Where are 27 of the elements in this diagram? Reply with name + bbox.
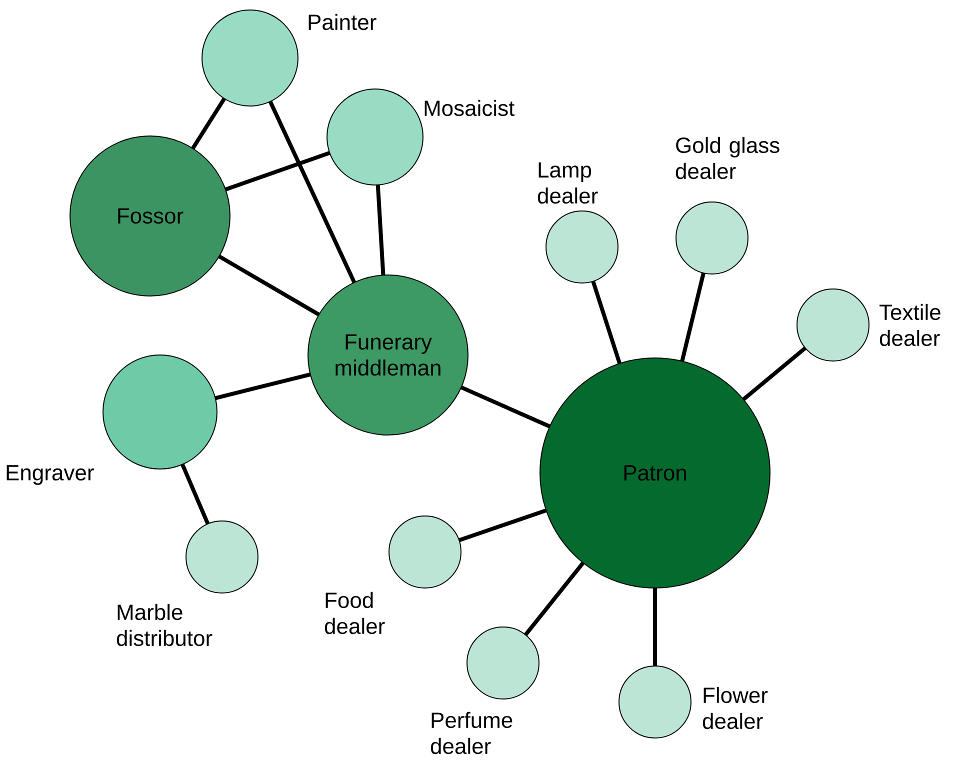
connector-line <box>376 184 386 276</box>
connector-line <box>214 372 311 400</box>
connector-line <box>191 97 226 150</box>
node-label: Lamp dealer <box>538 162 598 204</box>
connector-line <box>180 464 210 525</box>
circle-node: Fossor <box>70 136 230 296</box>
connector-line <box>224 151 330 192</box>
node-label: Marble distributor <box>116 604 212 646</box>
circle-node: Funerary middleman <box>308 274 468 436</box>
node-label: Perfume dealer <box>430 712 512 754</box>
connector-line <box>653 588 657 666</box>
connector-line <box>591 280 622 364</box>
node-label: Engraver <box>6 465 94 485</box>
connector-line <box>524 562 585 636</box>
connector-line <box>458 508 547 542</box>
node-label: Gold glass dealer <box>676 136 780 180</box>
connector-line <box>218 254 320 316</box>
node-label: Painter <box>308 14 376 30</box>
connector-line <box>742 346 807 401</box>
connector-line <box>460 386 551 428</box>
node-label: Textile dealer <box>880 304 940 346</box>
node-label: Food dealer <box>324 592 385 634</box>
node-label: Flower dealer <box>702 686 768 730</box>
circle-node: Patron <box>540 357 770 588</box>
node-label: Mosaicist <box>424 100 515 116</box>
connector-line <box>680 272 706 362</box>
connector-line <box>268 100 356 284</box>
